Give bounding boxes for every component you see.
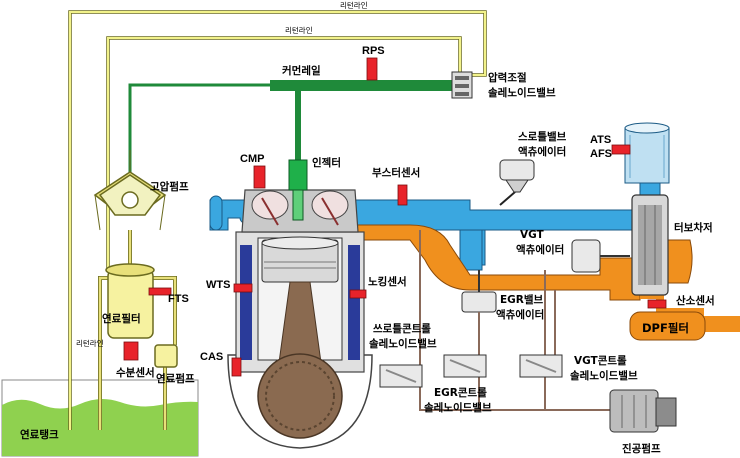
throttle-sol-label-2: 솔레노이드밸브: [369, 337, 437, 350]
fuel-filter-label: 연료필터: [102, 312, 141, 325]
egr-control-solenoid: EGR콘트롤 솔레노이드밸브: [424, 354, 492, 414]
high-pressure-pump-label: 고압펌프: [150, 180, 189, 193]
turbocharger: 터보차저: [631, 194, 713, 296]
engine-block: [227, 189, 373, 449]
fts-sensor: [148, 287, 172, 296]
vacuum-pump-label: 진공펌프: [622, 442, 661, 455]
throttle-sol-label-1: 쓰로틀콘트롤: [373, 323, 431, 335]
boost-sensor-label: 부스터센서: [372, 166, 420, 179]
fts-label: FTS: [168, 293, 189, 305]
rps-sensor: RPS: [362, 45, 385, 81]
cas-label: CAS: [200, 351, 223, 363]
ats-label: ATS: [590, 134, 611, 146]
exhaust-manifold: DPF필터: [329, 224, 740, 341]
oxygen-sensor-label: 산소센서: [676, 294, 715, 307]
return-line-top-label: 리턴라인: [340, 0, 368, 10]
fuel-filter: 연료필터 FTS: [102, 263, 189, 339]
return-line-second-label: 리턴라인: [285, 25, 313, 35]
vacuum-pump: 진공펌프: [609, 389, 677, 455]
injector: 인젝터: [288, 156, 341, 221]
ats-afs-sensor: ATS AFS: [590, 134, 631, 160]
wts-label: WTS: [206, 279, 230, 291]
rps-label: RPS: [362, 45, 385, 57]
throttle-actuator-label-1: 스로틀밸브: [518, 130, 567, 143]
throttle-actuator: 스로틀밸브 액츄에이터: [499, 130, 567, 193]
high-pressure-pump: 고압펌프: [93, 150, 189, 231]
knock-sensor: 노킹센서: [349, 275, 407, 299]
vgt-sol-label-1: VGT콘트롤: [574, 355, 627, 367]
pressure-solenoid-valve: 압력조절 솔레노이드밸브: [451, 71, 556, 99]
pressure-valve-label-2: 솔레노이드밸브: [488, 86, 556, 99]
water-sensor-label: 수분센서: [116, 366, 155, 379]
egr-sol-label-1: EGR콘트롤: [434, 387, 487, 399]
injector-label: 인젝터: [312, 156, 341, 169]
fuel-pump-label: 연료펌프: [156, 372, 195, 385]
return-line-small-label: 리턴라인: [76, 338, 104, 348]
cmp-sensor: CMP: [240, 153, 266, 189]
water-sensor: 수분센서: [116, 341, 155, 379]
throttle-control-solenoid: 쓰로틀콘트롤 솔레노이드밸브: [369, 323, 437, 388]
turbo-label: 터보차저: [674, 221, 713, 234]
throttle-actuator-label-2: 액츄에이터: [518, 145, 566, 158]
vgt-actuator-label-2: 액츄에이터: [516, 243, 564, 256]
vgt-sol-label-2: 솔레노이드밸브: [570, 369, 638, 382]
common-rail: [270, 80, 460, 91]
boost-sensor: 부스터센서: [372, 166, 420, 206]
afs-label: AFS: [590, 148, 612, 160]
vgt-actuator: VGT 액츄에이터: [516, 229, 630, 273]
pressure-valve-label-1: 압력조절: [488, 71, 527, 84]
dpf-filter-label: DPF필터: [642, 321, 689, 335]
cas-sensor: CAS: [200, 351, 242, 377]
oxygen-sensor: 산소센서: [647, 294, 715, 309]
vgt-actuator-label-1: VGT: [520, 229, 545, 241]
cmp-label: CMP: [240, 153, 264, 165]
vgt-control-solenoid: VGT콘트롤 솔레노이드밸브: [519, 354, 638, 382]
egr-valve-label-2: 액츄에이터: [496, 308, 544, 321]
egr-valve-label-1: EGR밸브: [500, 293, 544, 306]
wts-sensor: WTS: [206, 279, 253, 293]
egr-sol-label-2: 솔레노이드밸브: [424, 401, 492, 414]
injector-line: [295, 91, 301, 163]
fuel-tank-label: 연료탱크: [20, 428, 59, 441]
knock-sensor-label: 노킹센서: [368, 275, 407, 288]
fuel-pump: 연료펌프: [154, 344, 195, 385]
egr-valve-actuator: EGR밸브 액츄에이터: [461, 270, 544, 321]
common-rail-label: 커먼레일: [282, 64, 321, 77]
